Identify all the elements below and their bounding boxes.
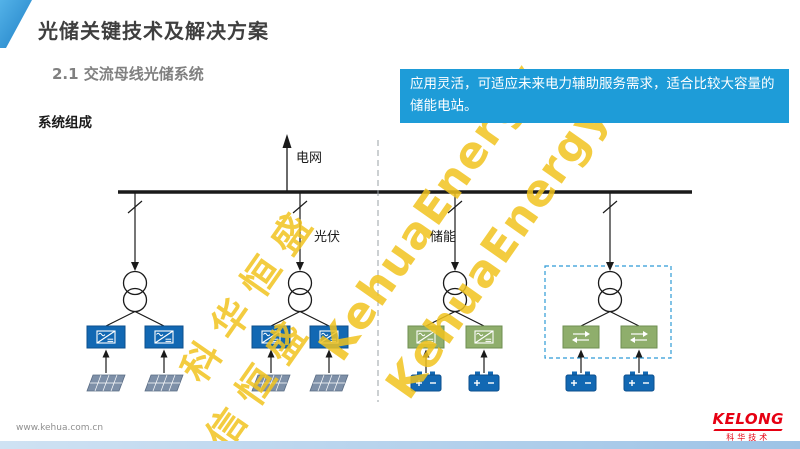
storage-feeder-transformer-1 xyxy=(425,191,485,327)
pv-inverter-unit xyxy=(87,326,125,391)
callout-box: 应用灵活，可适应未来电力辅助服务需求，适合比较大容量的储能电站。 xyxy=(400,69,789,123)
section-label: 系统组成 xyxy=(38,115,92,131)
corner-accent-shape xyxy=(0,0,32,48)
footer-url: www.kehua.com.cn xyxy=(16,423,104,433)
grid-connection-arrow xyxy=(282,134,292,192)
pcs-battery-unit xyxy=(466,326,502,391)
bottom-accent-bar xyxy=(0,441,800,449)
pv-feeder-transformer-1 xyxy=(105,191,165,327)
storage-label: 储能 xyxy=(430,230,457,245)
logo-underline xyxy=(713,428,783,431)
pcs-battery-unit xyxy=(408,326,444,391)
slide-subtitle: 2.1 交流母线光储系统 xyxy=(52,65,204,83)
pv-feeder-transformer-2 xyxy=(270,191,330,327)
company-logo: KELONG 科华技术 xyxy=(712,411,784,443)
slide-title: 光储关键技术及解决方案 xyxy=(38,19,269,43)
grid-label: 电网 xyxy=(296,151,323,166)
storage-feeder-transformer-2 xyxy=(580,191,640,327)
corner-accent-polygon xyxy=(0,0,32,48)
pv-inverter-unit xyxy=(145,326,183,391)
pv-inverter-unit xyxy=(252,326,290,391)
logo-subtext: 科华技术 xyxy=(726,432,771,442)
logo-text: KELONG xyxy=(712,410,784,428)
pv-label: 光伏 xyxy=(314,230,341,245)
pv-inverter-unit xyxy=(310,326,348,391)
callout-text: 应用灵活，可适应未来电力辅助服务需求，适合比较大容量的储能电站。 xyxy=(410,76,775,114)
